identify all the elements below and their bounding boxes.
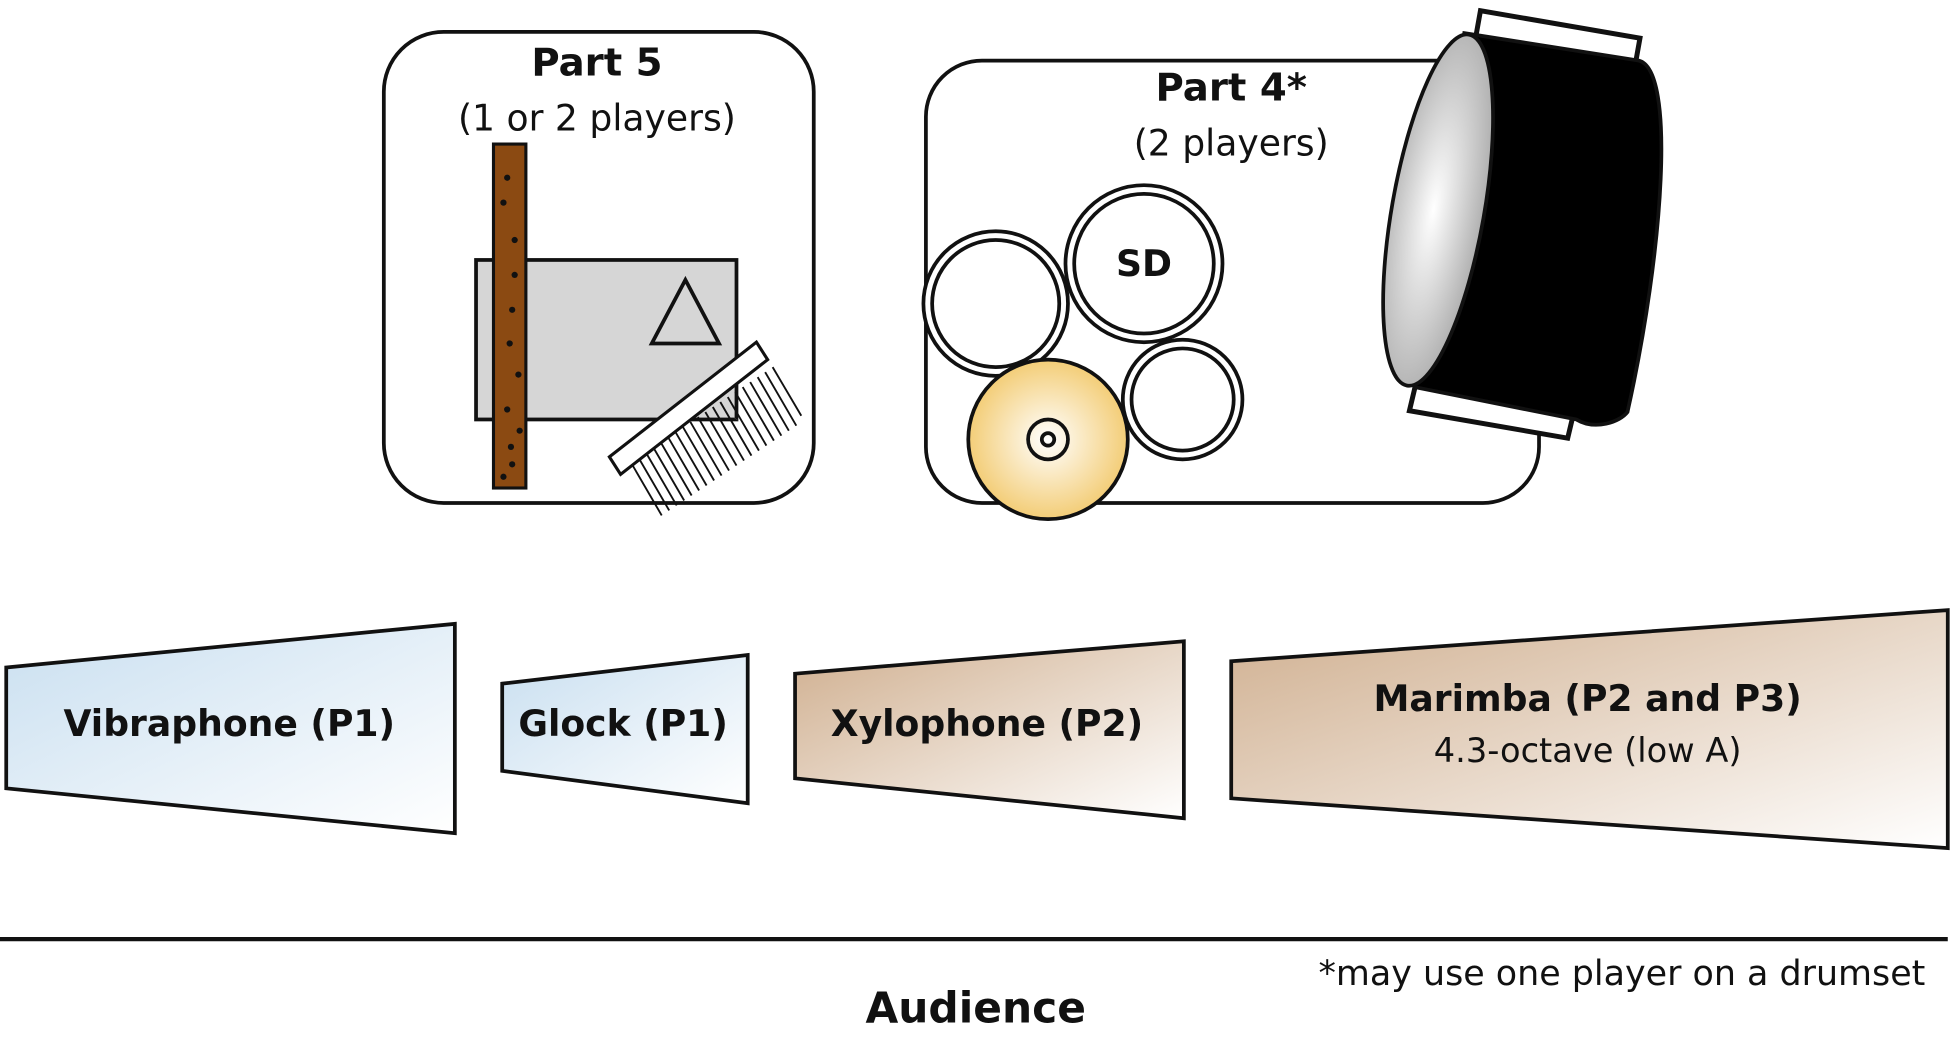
bass-drum-icon [1381, 7, 1664, 442]
marimba-label: Marimba (P2 and P3) [1373, 677, 1801, 720]
marimba-sublabel: 4.3-octave (low A) [1434, 731, 1742, 770]
part5-station: Part 5 (1 or 2 players) [381, 30, 816, 516]
xylophone-label: Xylophone (P2) [831, 702, 1143, 745]
audience-label: Audience [865, 984, 1086, 1033]
tom-drum-icon [1120, 337, 1245, 462]
rainstick-icon [491, 142, 528, 490]
glock-label: Glock (P1) [518, 702, 728, 745]
tom-drum-icon [921, 229, 1070, 378]
snare-drum-icon: SD [1063, 183, 1225, 345]
brush-icon [607, 339, 803, 516]
marimba-keyboard: Marimba (P2 and P3) 4.3-octave (low A) [1229, 608, 1950, 851]
snare-drum-label: SD [1116, 242, 1172, 285]
part4-station: Part 4* (2 players) SD [921, 7, 1664, 522]
part4-subtitle: (2 players) [1134, 121, 1329, 164]
glock-keyboard: Glock (P1) [500, 652, 750, 806]
xylophone-keyboard: Xylophone (P2) [793, 639, 1186, 821]
keyboard-row: Vibraphone (P1) Glock (P1) Xylophone (P2… [4, 608, 1950, 851]
triangle-icon [648, 275, 723, 346]
part5-title: Part 5 [531, 41, 662, 86]
part4-title: Part 4* [1156, 65, 1307, 110]
part5-subtitle: (1 or 2 players) [458, 96, 736, 139]
cymbal-icon [966, 357, 1130, 522]
footnote: *may use one player on a drumset [1318, 954, 1925, 994]
vibraphone-keyboard: Vibraphone (P1) [4, 621, 457, 836]
vibraphone-label: Vibraphone (P1) [63, 702, 395, 745]
